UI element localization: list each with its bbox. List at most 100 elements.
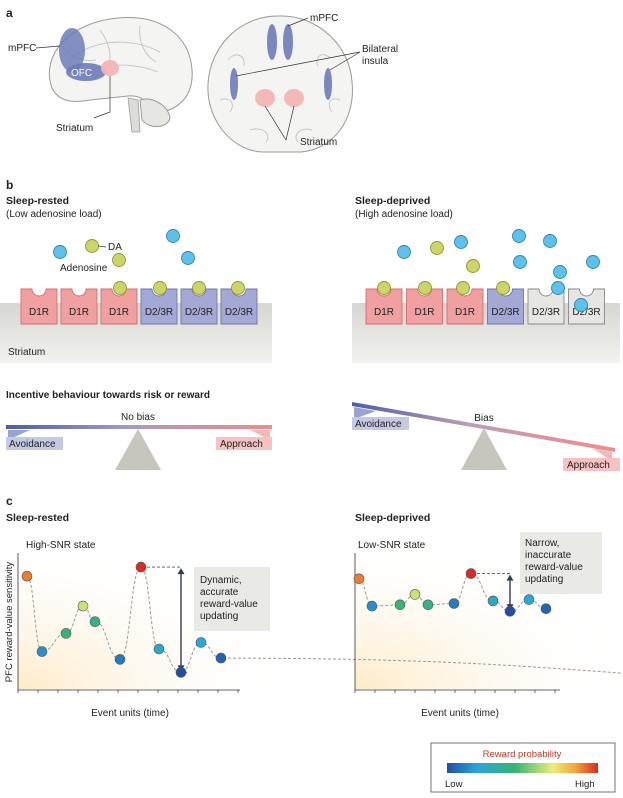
balance-left — [6, 425, 272, 470]
b-left-title: Sleep-rested — [6, 195, 69, 207]
adenosine-molecule — [512, 229, 526, 243]
data-point — [540, 603, 552, 615]
c-right-title: Sleep-deprived — [355, 512, 430, 524]
receptor-left-3: D2/3R — [140, 288, 178, 325]
data-point — [195, 637, 207, 648]
receptor-left-2: D1R — [100, 288, 138, 325]
data-point — [77, 600, 89, 612]
sensitivity-curve — [26, 566, 623, 674]
annotation-box-right — [520, 532, 602, 594]
label-striatum-sagittal: Striatum — [56, 123, 93, 134]
data-point — [175, 667, 187, 678]
receptor-label: D1R — [455, 307, 475, 318]
dopamine-molecule — [377, 281, 391, 295]
incentive-title: Incentive behaviour towards risk or rewa… — [6, 390, 210, 401]
b-left-subtitle: (Low adenosine load) — [6, 209, 102, 220]
dopamine-molecule — [192, 281, 206, 295]
receptor-label: D1R — [374, 307, 394, 318]
adenosine-molecule — [397, 245, 411, 259]
label-avoidance-right: Avoidance — [355, 419, 402, 430]
c-left-state: High-SNR state — [26, 540, 96, 551]
data-point — [504, 605, 516, 617]
receptor-label: D1R — [69, 307, 89, 318]
data-point — [465, 568, 477, 579]
data-point — [36, 646, 48, 657]
receptor-label: D2/3R — [225, 307, 253, 318]
data-point — [523, 594, 535, 605]
panel-b-letter: b — [6, 178, 13, 192]
molecules-left — [53, 229, 245, 295]
balance-right — [352, 402, 620, 471]
annotation-box-left — [194, 567, 270, 631]
chart-right — [353, 553, 560, 693]
legend-title: Reward probability — [483, 749, 562, 760]
label-mpfc-coronal: mPFC — [310, 13, 338, 24]
label-no-bias: No bias — [121, 412, 155, 423]
dopamine-molecule — [112, 253, 126, 267]
label-approach-right: Approach — [567, 460, 610, 471]
data-point — [353, 573, 365, 585]
dopamine-molecule — [496, 281, 510, 295]
data-point — [89, 616, 101, 628]
adenosine-molecule — [574, 298, 588, 312]
adenosine-molecule — [181, 251, 195, 265]
label-adenosine: Adenosine — [60, 263, 108, 274]
dopamine-molecule — [418, 281, 432, 295]
adenosine-molecule — [551, 281, 565, 295]
receptor-left-1: D1R — [60, 288, 98, 325]
data-point — [60, 628, 72, 639]
dopamine-molecule — [430, 241, 444, 255]
dopamine-molecule — [85, 239, 99, 253]
data-point — [394, 599, 406, 611]
dopamine-molecule — [153, 281, 167, 295]
adenosine-molecule — [454, 235, 468, 249]
c-left-xlabel: Event units (time) — [91, 708, 169, 719]
mpfc-region — [59, 28, 85, 72]
adenosine-molecule — [53, 245, 67, 259]
legend-high: High — [575, 779, 595, 790]
receptor-label: D2/3R — [532, 307, 560, 318]
data-point — [422, 599, 434, 611]
coronal-brain — [207, 15, 353, 153]
adenosine-molecule — [513, 255, 527, 269]
chart-left — [17, 553, 623, 693]
c-left-title: Sleep-rested — [6, 512, 69, 524]
dopamine-molecule — [456, 281, 470, 295]
adenosine-molecule — [166, 229, 180, 243]
adenosine-molecule — [586, 255, 600, 269]
receptor-label: D2/3R — [491, 307, 519, 318]
arrowhead-up — [177, 568, 185, 575]
molecules-right — [377, 229, 600, 312]
receptor-label: D1R — [414, 307, 434, 318]
receptor-right-1: D1R — [406, 288, 443, 325]
annotation-right: Narrow, inaccurate reward-value updating — [525, 538, 586, 585]
label-da: DA — [108, 242, 122, 253]
data-point — [366, 600, 378, 612]
data-point — [448, 598, 460, 609]
label-striatum-coronal: Striatum — [300, 137, 337, 148]
receptor-left-4: D2/3R — [180, 288, 218, 325]
panel-c-letter: c — [6, 494, 13, 508]
receptors-right: D1R D1R D1R D2/3R D2/3R D2/3R — [365, 288, 605, 325]
label-bias: Bias — [474, 413, 493, 424]
data-point — [487, 595, 499, 607]
sagittal-brain — [48, 17, 193, 133]
reward-legend — [430, 742, 616, 793]
receptor-label: D1R — [29, 307, 49, 318]
receptor-label: D2/3R — [572, 307, 600, 318]
c-right-state: Low-SNR state — [358, 540, 426, 551]
c-right-xlabel: Event units (time) — [421, 708, 499, 719]
adenosine-molecule — [543, 234, 557, 248]
data-point — [21, 570, 33, 582]
arrowhead-up — [506, 574, 514, 581]
data-point — [135, 561, 147, 573]
legend-gradient — [447, 763, 598, 773]
receptor-label: D2/3R — [185, 307, 213, 318]
ofc-region — [66, 63, 106, 81]
receptor-right-4: D2/3R — [527, 288, 565, 325]
dopamine-molecule — [231, 281, 245, 295]
data-point — [114, 654, 126, 665]
striatum-region — [101, 60, 119, 76]
